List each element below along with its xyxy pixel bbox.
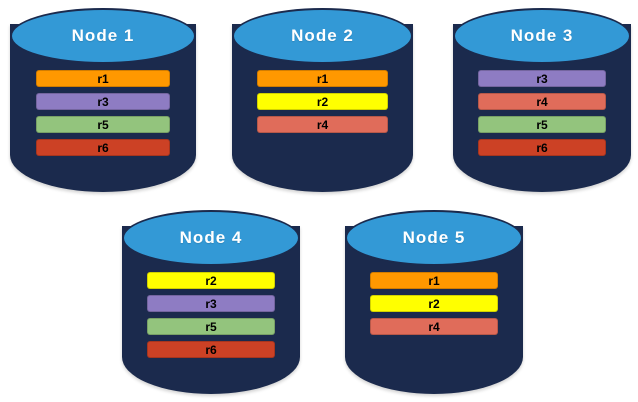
- replica-bar: r5: [146, 318, 276, 335]
- replica-bar: r4: [257, 116, 388, 133]
- replica-bar: r2: [369, 295, 499, 312]
- cylinder-top: Node 4: [122, 210, 300, 266]
- cylinder-top: Node 3: [453, 8, 631, 64]
- replica-list: r1 r2 r4: [232, 70, 413, 133]
- node-label: Node 5: [402, 228, 466, 247]
- replica-bar: r2: [257, 93, 388, 110]
- replica-list: r2 r3 r5 r6: [122, 272, 300, 358]
- replica-bar: r6: [477, 139, 607, 156]
- cylinder-top: Node 2: [232, 8, 413, 64]
- replica-bar: r4: [477, 93, 607, 110]
- replica-bar: r1: [369, 272, 499, 289]
- replica-list: r3 r4 r5 r6: [453, 70, 631, 156]
- replica-bar: r5: [477, 116, 607, 133]
- replica-bar: r3: [477, 70, 607, 87]
- replica-bar: r2: [146, 272, 276, 289]
- cylinder-top: Node 1: [10, 8, 196, 64]
- node-label: Node 1: [71, 26, 135, 45]
- node-label: Node 2: [291, 26, 354, 45]
- replica-list: r1 r2 r4: [345, 272, 523, 335]
- replica-bar: r1: [36, 70, 170, 87]
- replica-bar: r6: [146, 341, 276, 358]
- replica-bar: r6: [36, 139, 170, 156]
- replica-list: r1 r3 r5 r6: [10, 70, 196, 156]
- replica-bar: r4: [369, 318, 499, 335]
- node-label: Node 3: [510, 26, 574, 45]
- replica-bar: r3: [146, 295, 276, 312]
- cylinder-top: Node 5: [345, 210, 523, 266]
- node-label: Node 4: [179, 228, 243, 247]
- replica-bar: r5: [36, 116, 170, 133]
- replica-bar: r1: [257, 70, 388, 87]
- replica-bar: r3: [36, 93, 170, 110]
